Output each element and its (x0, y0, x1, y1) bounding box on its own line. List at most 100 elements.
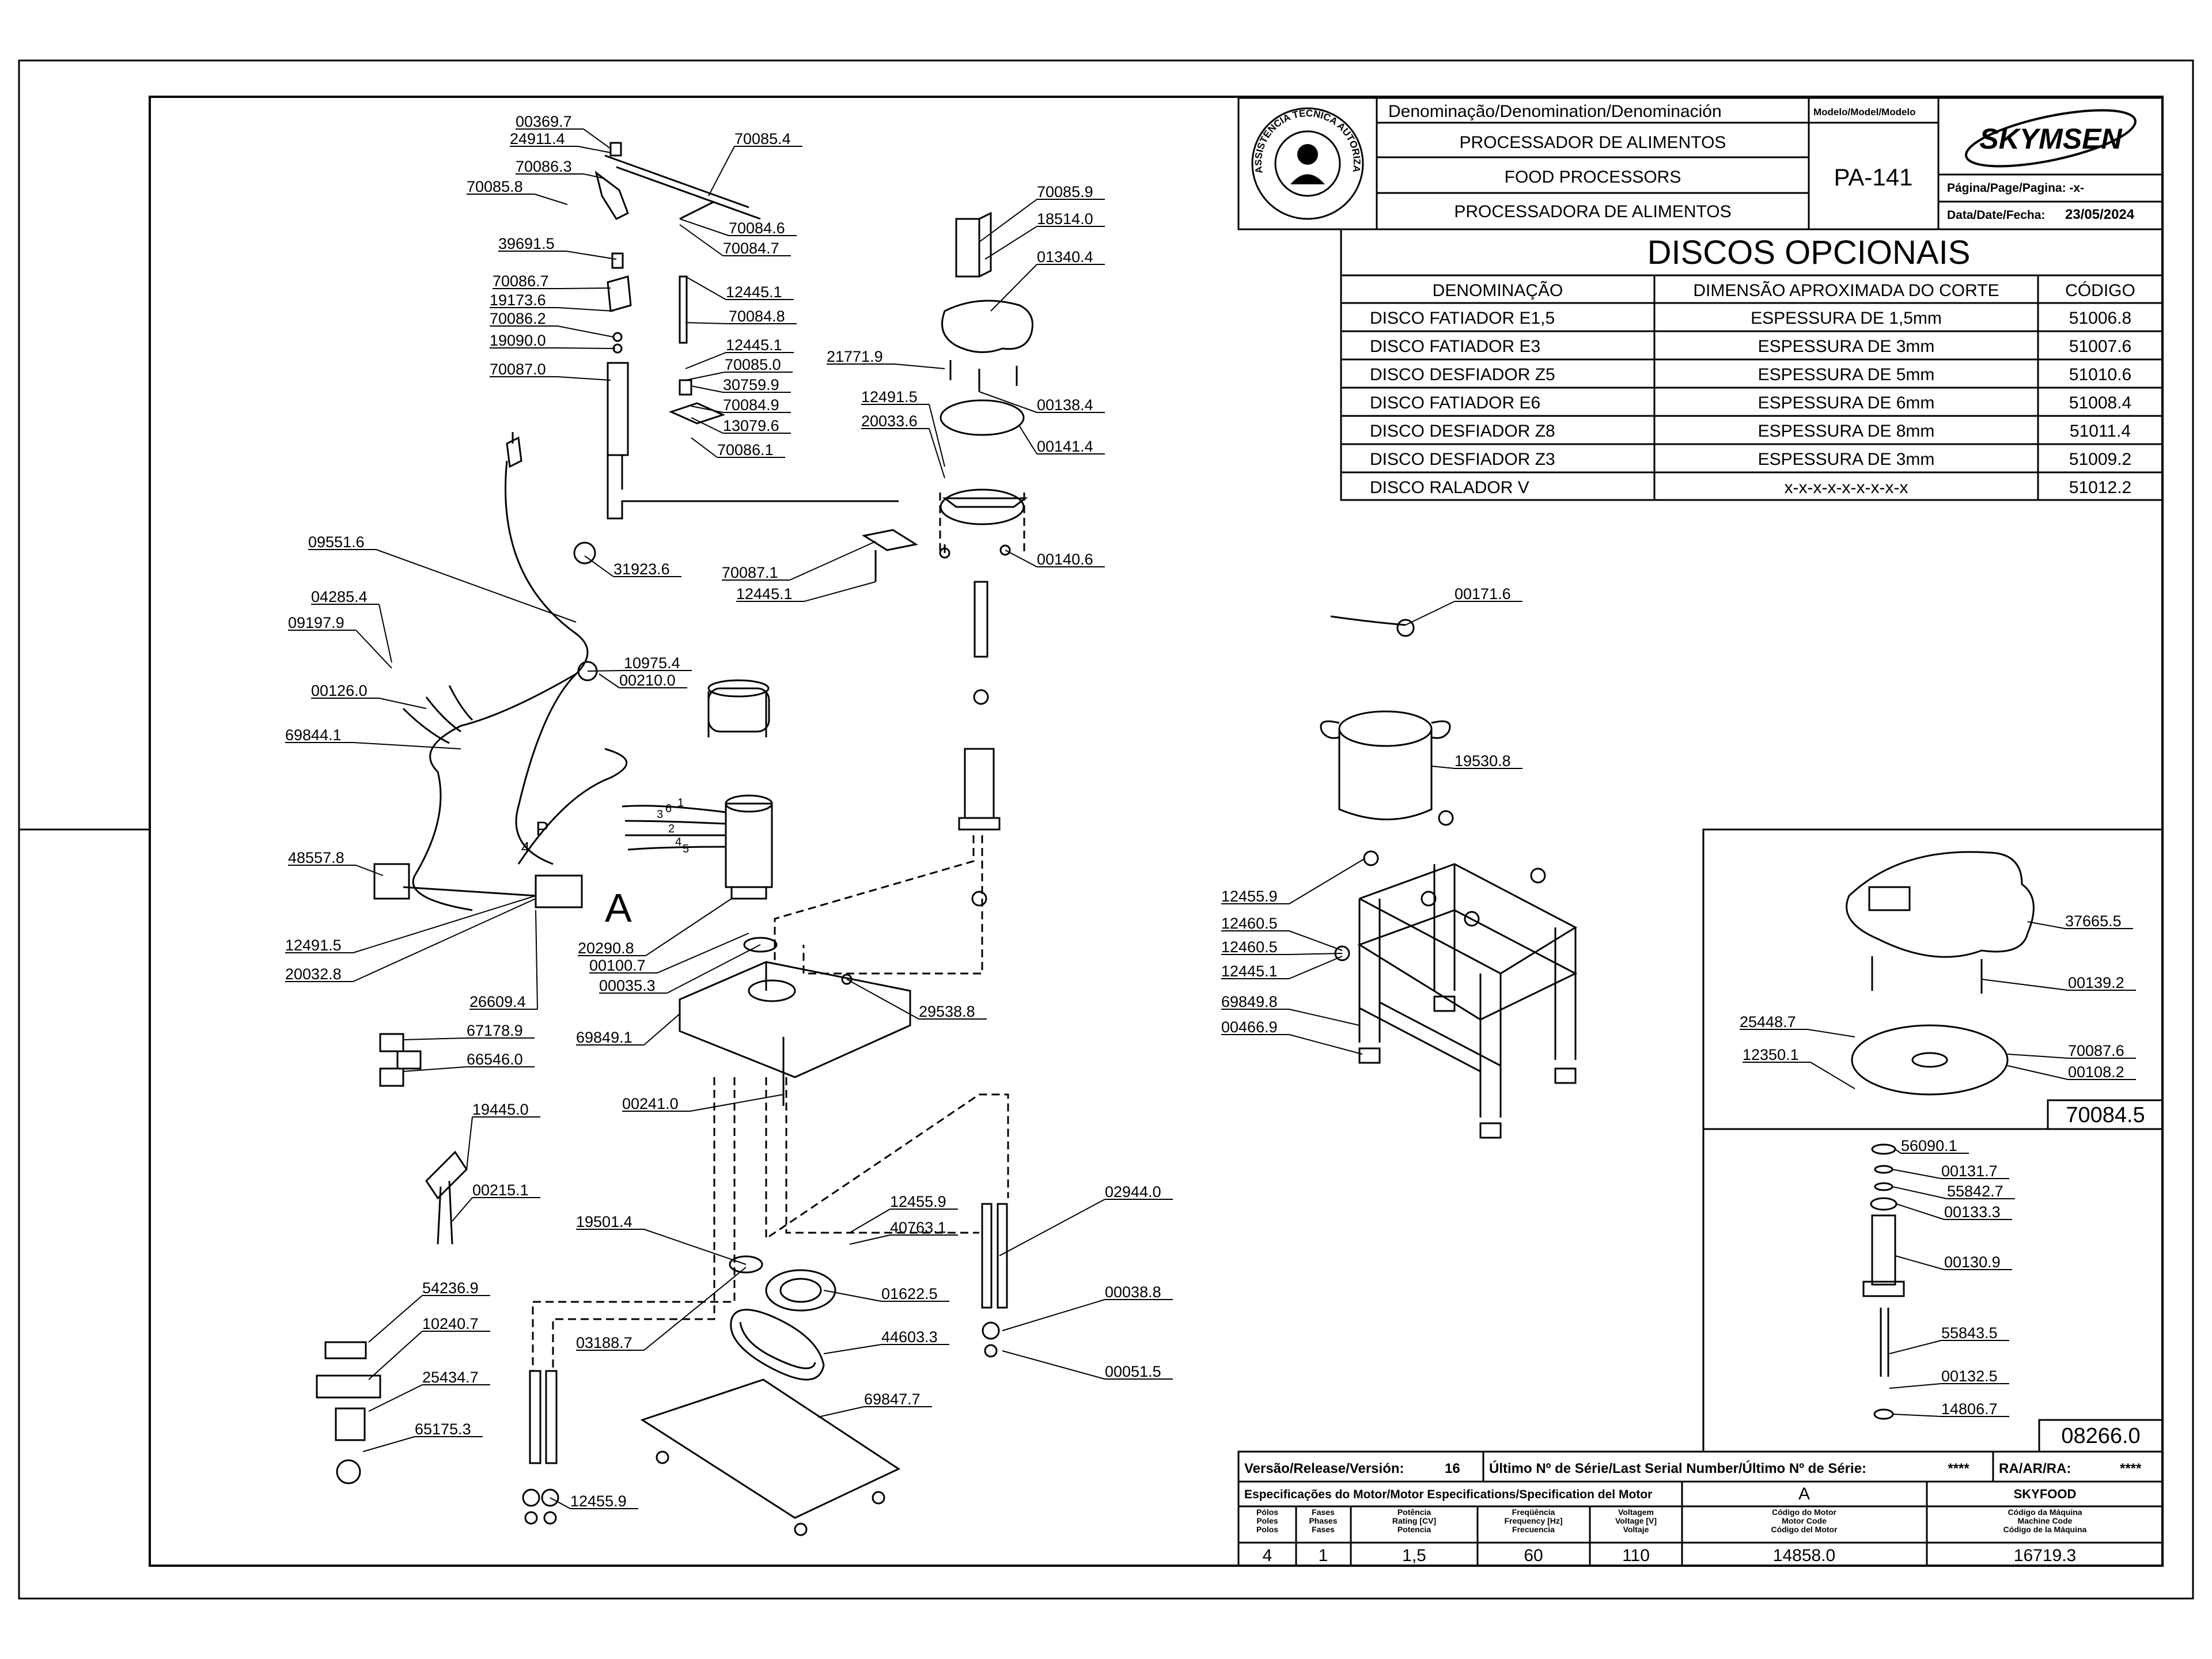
part-callout: 12455.9 (550, 1493, 638, 1510)
callout-leader (583, 173, 605, 179)
callout-leader (584, 555, 614, 577)
callout-leader (550, 1497, 571, 1509)
callout-leader (685, 322, 729, 324)
part-callout: 70084.8 (685, 308, 797, 325)
part-number-label: 19445.0 (472, 1101, 529, 1118)
part-number-label: 67178.9 (467, 1022, 523, 1039)
callout-leader (929, 404, 945, 467)
disc-dimension: ESPESSURA DE 1,5mm (1751, 309, 1942, 328)
serial-value: **** (1948, 1461, 1969, 1476)
part-number-label: 00210.0 (619, 672, 676, 689)
part-callout: 30759.9 (691, 376, 791, 393)
part-number-label: 31923.6 (613, 560, 670, 578)
disc-name: DISCO FATIADOR E6 (1370, 393, 1540, 412)
callout-leader (376, 549, 577, 623)
disc-dimension: ESPESSURA DE 8mm (1758, 422, 1935, 441)
callout-leader (846, 979, 919, 1020)
part-number-label: 70086.7 (493, 272, 549, 290)
callout-leader (685, 276, 726, 300)
part-callout: 44603.3 (823, 1328, 949, 1354)
part-number-label: 12445.1 (736, 585, 793, 603)
product-name-en: FOOD PROCESSORS (1505, 168, 1681, 187)
callout-leader (666, 944, 761, 994)
part-callout: 67178.9 (403, 1022, 535, 1040)
date-value: 23/05/2024 (2065, 207, 2135, 222)
disc-code: 51006.8 (2069, 309, 2131, 328)
part-number-label: 20290.8 (578, 940, 634, 957)
part-callout: 00126.0 (311, 682, 427, 709)
callout-leader (691, 417, 724, 434)
callout-leader (1896, 1203, 1945, 1220)
part-callout: 00130.9 (1895, 1253, 2012, 1271)
part-callout: 09197.9 (288, 614, 392, 669)
parts-drawing (316, 142, 2164, 1536)
callout-leader (990, 264, 1037, 312)
part-number-label: 19090.0 (490, 332, 546, 349)
disc-name: DISCO RALADOR V (1370, 478, 1529, 497)
callout-leader (452, 1197, 473, 1222)
callout-leader (557, 347, 616, 349)
part-number-label: 69844.1 (285, 726, 342, 744)
model-header: Modelo/Model/Modelo (1813, 107, 1916, 118)
part-callout: 56090.1 (1895, 1137, 1969, 1154)
part-number-label: 37665.5 (2065, 912, 2122, 930)
part-callout: 70086.1 (691, 437, 785, 459)
part-callout: 12445.1 (736, 581, 876, 603)
part-number-label: 12445.1 (1221, 963, 1278, 980)
p-mark: P (536, 818, 549, 840)
part-number-label: 70084.7 (723, 240, 779, 257)
part-callout: 65175.3 (362, 1421, 483, 1452)
part-number-label: 00139.2 (2068, 974, 2124, 991)
callout-leader (368, 1384, 423, 1412)
spec-value: 14858.0 (1773, 1546, 1835, 1565)
callout-leader (1002, 1350, 1105, 1380)
part-callout: 70084.6 (679, 218, 797, 237)
discs-title: DISCOS OPCIONAIS (1647, 234, 1971, 271)
part-callout: 00141.4 (1019, 426, 1105, 455)
callout-leader (403, 1066, 467, 1072)
svg-text:SKYMSEN: SKYMSEN (1979, 123, 2122, 155)
optional-discs-table: DISCOS OPCIONAIS DENOMINAÇÃO DIMENSÃO AP… (1340, 228, 2164, 501)
version-label: Versão/Release/Versión: (1244, 1461, 1404, 1476)
part-number-label: 00215.1 (472, 1181, 529, 1199)
disc-name: DISCO DESFIADOR Z5 (1370, 365, 1555, 384)
part-callout: 00038.8 (1002, 1283, 1173, 1331)
part-callout: 70085.8 (467, 178, 568, 205)
part-callout: 70087.0 (490, 361, 611, 381)
part-callout: 25448.7 (1740, 1013, 1855, 1037)
part-number-label: 00140.6 (1037, 551, 1093, 568)
part-number-label: 00241.0 (622, 1095, 679, 1112)
part-callout: 03188.7 (576, 1267, 747, 1351)
callout-leader (1431, 766, 1455, 769)
part-callout: 25434.7 (368, 1369, 490, 1412)
part-callout: 19530.8 (1431, 752, 1522, 770)
part-callout: 69847.7 (817, 1391, 932, 1418)
callout-leader (691, 406, 724, 413)
part-callout: 12445.1 (1221, 956, 1343, 980)
callout-leader (1289, 953, 1343, 955)
part-callout: 19090.0 (490, 332, 616, 349)
part-callout: 00133.3 (1896, 1203, 2012, 1221)
part-number-label: 26609.4 (469, 993, 526, 1010)
callout-leader (353, 898, 536, 982)
part-callout: 01340.4 (990, 248, 1105, 312)
part-callout: 55843.5 (1889, 1324, 2009, 1354)
callout-leader (817, 1406, 865, 1418)
ra-value: **** (2120, 1461, 2142, 1476)
part-number-label: 48557.8 (288, 849, 344, 866)
part-callout: 19445.0 (466, 1101, 540, 1170)
serial-label: Último Nº de Série/Last Serial Number/Úl… (1489, 1460, 1866, 1476)
part-callout: 10975.4 (587, 654, 692, 672)
part-callout: 12491.5 (285, 895, 536, 954)
disc-dimension: ESPESSURA DE 6mm (1758, 393, 1935, 412)
disc-code: 51010.6 (2069, 365, 2131, 384)
callout-leader (557, 376, 611, 381)
motor-spec-label: Especificações do Motor/Motor Especifica… (1244, 1488, 1652, 1501)
part-number-label: 19501.4 (576, 1213, 632, 1230)
part-callout: 00171.6 (1405, 585, 1522, 626)
part-number-label: 70087.0 (490, 361, 546, 378)
svg-text:5: 5 (683, 843, 689, 855)
part-number-label: 12445.1 (726, 336, 782, 354)
